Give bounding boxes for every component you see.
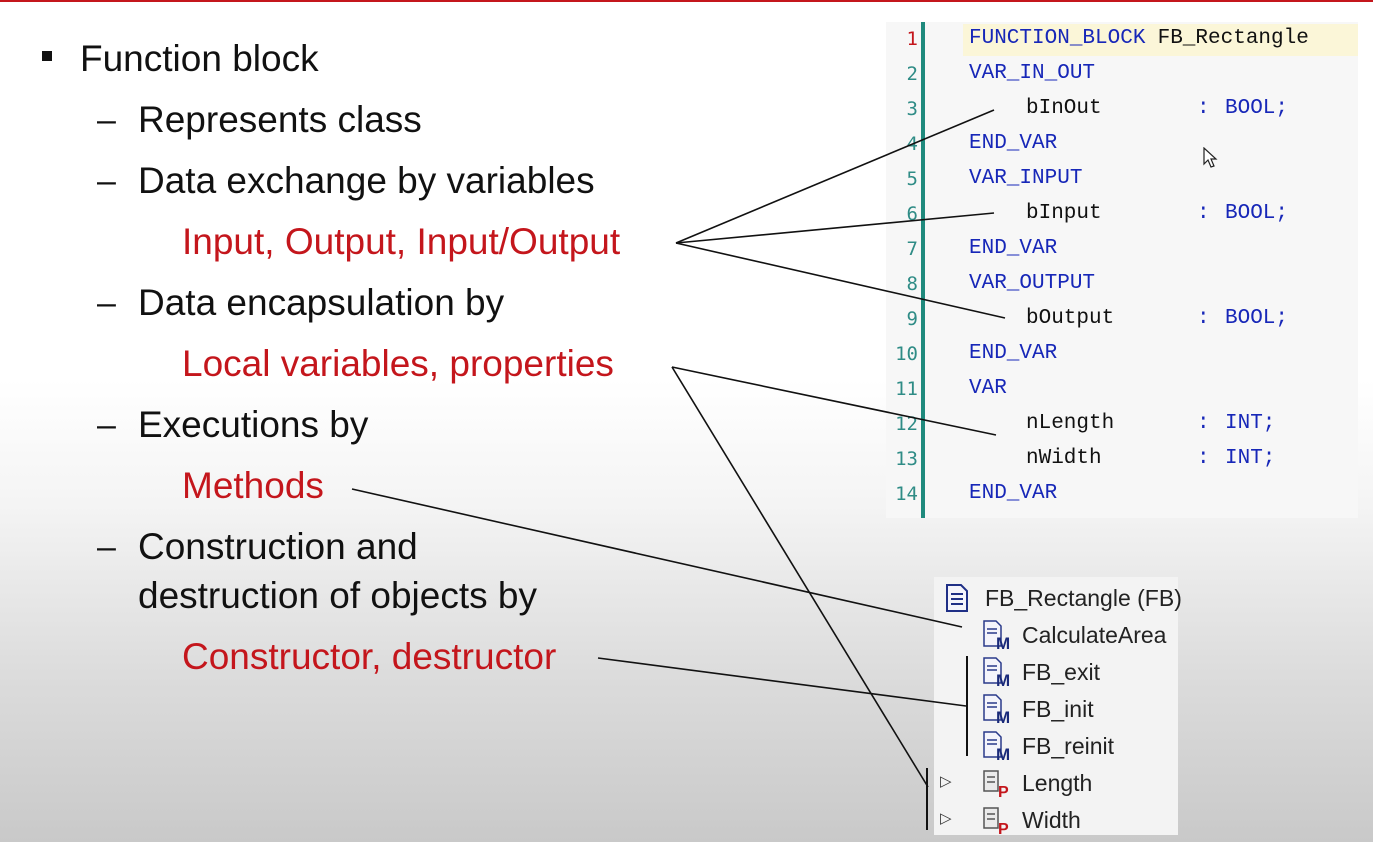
dash-5: – [97,528,116,566]
code-variable: nLength [1026,412,1115,435]
property-icon: P [983,770,1009,798]
code-variable: bOutput [1026,307,1115,330]
code-type: BOOL; [1225,202,1289,225]
tree-item-fb-init[interactable]: FB_init [1022,696,1094,722]
dash-4: – [97,406,116,444]
dash-1: – [97,101,116,139]
mouse-pointer-icon [1203,147,1218,168]
line-number: 3 [906,98,918,120]
properties-bracket-line [926,768,928,830]
code-keyword: END_VAR [969,132,1058,155]
connector-to-local-vars [671,366,997,436]
top-accent-line [0,0,1373,2]
line-number: 9 [906,308,918,330]
code-type: BOOL; [1225,307,1289,330]
code-editor[interactable] [886,22,1358,518]
expand-chevron-icon[interactable]: ▷ [940,810,952,827]
method-icon: M [983,694,1010,724]
svg-text:M: M [996,634,1010,650]
line-number: 14 [895,483,918,505]
code-keyword: VAR_INPUT [969,167,1083,190]
code-keyword: END_VAR [969,342,1058,365]
item-construction: Construction and [138,526,418,567]
line-number: 7 [906,238,918,260]
code-keyword: VAR_IN_OUT [969,62,1096,85]
code-keyword: VAR_OUTPUT [969,272,1096,295]
svg-text:M: M [996,708,1010,724]
connector-to-boutput [675,242,1006,319]
line-number: 2 [906,63,918,85]
method-icon: M [983,657,1010,687]
code-colon: : [1197,412,1210,435]
connector-to-constructors [597,657,967,707]
editor-gutter-bar [921,22,925,518]
code-variable: bInput [1026,202,1102,225]
code-identifier: FB_Rectangle [1145,27,1309,50]
svg-text:P: P [998,821,1009,835]
code-keyword: VAR [969,377,1007,400]
connector-to-binout [675,109,995,244]
tree-item-width[interactable]: Width [1022,807,1081,833]
item-construction-line2: destruction of objects by [138,575,537,616]
code-keyword: END_VAR [969,482,1058,505]
code-keyword: FUNCTION_BLOCK [969,27,1146,50]
tree-item-fb-exit[interactable]: FB_exit [1022,659,1100,685]
code-variable: nWidth [1026,447,1102,470]
code-type: INT; [1225,412,1276,435]
property-icon: P [983,807,1009,835]
line-number: 11 [895,378,918,400]
code-colon: : [1197,307,1210,330]
connector-to-properties [671,366,929,788]
sub-local-variables: Local variables, properties [182,343,614,384]
method-icon: M [983,731,1010,761]
svg-text:M: M [996,671,1010,687]
sub-constructor-destructor: Constructor, destructor [182,636,557,677]
bullet-square-icon [42,51,52,61]
line-number: 10 [895,343,918,365]
tree-item-calculatearea[interactable]: CalculateArea [1022,622,1167,648]
line-number: 6 [906,203,918,225]
item-executions: Executions by [138,404,369,445]
tree-item-fb-rectangle[interactable]: FB_Rectangle (FB) [985,585,1182,611]
sub-input-output: Input, Output, Input/Output [182,221,621,262]
code-type: BOOL; [1225,97,1289,120]
item-data-exchange: Data exchange by variables [138,160,595,201]
dash-2: – [97,162,116,200]
code-colon: : [1197,97,1210,120]
method-icon: M [983,620,1010,650]
svg-text:P: P [998,784,1009,798]
code-variable: bInOut [1026,97,1102,120]
main-bullet: Function block [80,38,319,79]
expand-chevron-icon[interactable]: ▷ [940,773,952,790]
connector-to-binput [675,212,995,244]
sub-methods: Methods [182,465,324,506]
tree-item-fb-reinit[interactable]: FB_reinit [1022,733,1115,759]
pou-document-icon [946,584,968,612]
methods-bracket-line [966,656,968,756]
svg-text:M: M [996,745,1010,761]
code-type: INT; [1225,447,1276,470]
project-tree [934,577,1178,835]
code-colon: : [1197,202,1210,225]
line-number: 13 [895,448,918,470]
connector-to-calculatearea [351,488,963,628]
dash-3: – [97,284,116,322]
item-data-encapsulation: Data encapsulation by [138,282,505,323]
line-number: 8 [906,273,918,295]
current-line-highlight [963,24,1358,56]
line-number: 5 [906,168,918,190]
line-number: 12 [895,413,918,435]
code-keyword: END_VAR [969,237,1058,260]
line-number: 1 [906,28,918,50]
tree-item-length[interactable]: Length [1022,770,1093,796]
item-represents-class: Represents class [138,99,422,140]
code-colon: : [1197,447,1210,470]
